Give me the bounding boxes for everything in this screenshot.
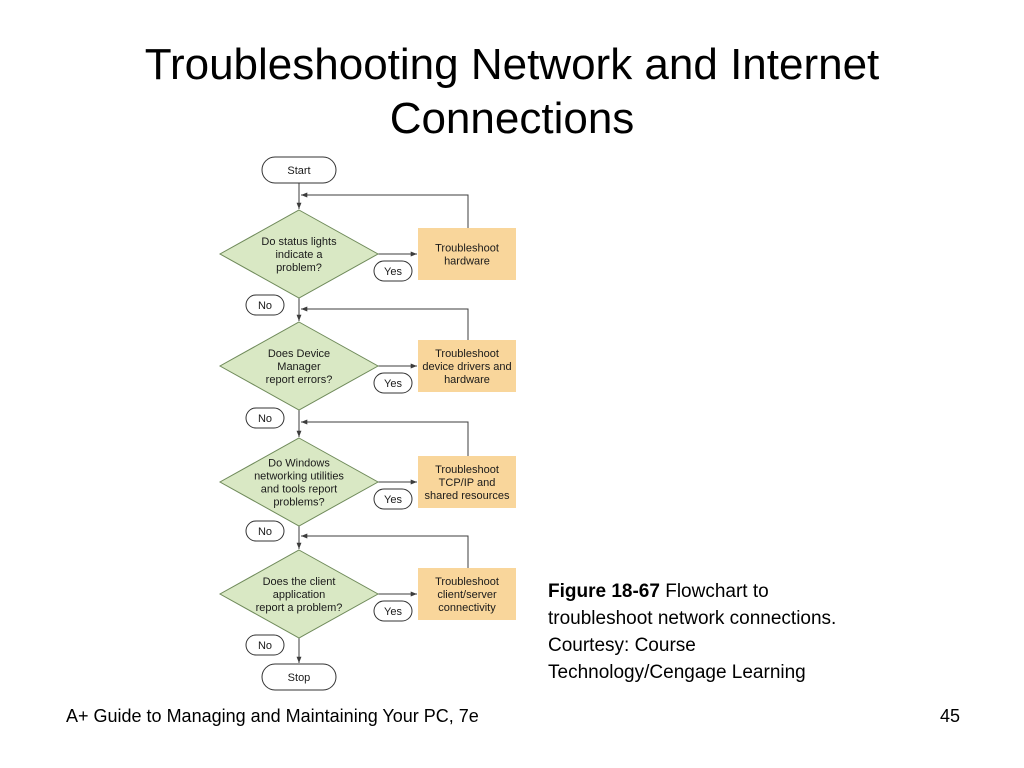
figure-label: Figure 18-67 [548,581,660,602]
yes-label [373,372,413,394]
figure-caption-text: Flowchart to troubleshoot network connec… [548,581,837,683]
action-box [418,568,516,620]
slide-title: Troubleshooting Network and Internet Con… [40,38,984,146]
no-label [245,294,285,316]
yes-label [373,600,413,622]
decision-diamond [218,549,380,639]
yes-label [373,260,413,282]
footer-page-number: 45 [940,706,961,726]
no-label-label: No [258,300,272,312]
decision-diamond [218,321,380,411]
no-label-label: No [258,413,272,425]
connector-loop-back [301,419,469,456]
yes-label-label: Yes [384,606,402,618]
yes-label-label: Yes [384,378,402,390]
yes-label-label: Yes [384,266,402,278]
no-label [245,634,285,656]
figure-caption: Figure 18-67 Flowchart to troubleshoot n… [548,578,878,686]
start-terminal [261,156,337,184]
title-line-2: Connections [389,94,635,143]
connector-loop-back [301,192,469,228]
yes-label [373,488,413,510]
action-box [418,228,516,280]
start-terminal-label: Start [287,165,310,177]
stop-terminal-label: Stop [288,672,311,684]
connector-loop-back [301,533,469,568]
decision-diamond [218,209,380,299]
no-label [245,407,285,429]
stop-terminal [261,663,337,691]
yes-label-label: Yes [384,494,402,506]
action-box [418,456,516,508]
decision-diamond [218,437,380,527]
no-label [245,520,285,542]
footer-book-title: A+ Guide to Managing and Maintaining You… [66,706,479,726]
no-label-label: No [258,526,272,538]
flowchart-connectors [296,183,469,663]
action-box [418,340,516,392]
title-line-1: Troubleshooting Network and Internet [144,40,880,89]
connector-loop-back [301,306,469,340]
no-label-label: No [258,640,272,652]
